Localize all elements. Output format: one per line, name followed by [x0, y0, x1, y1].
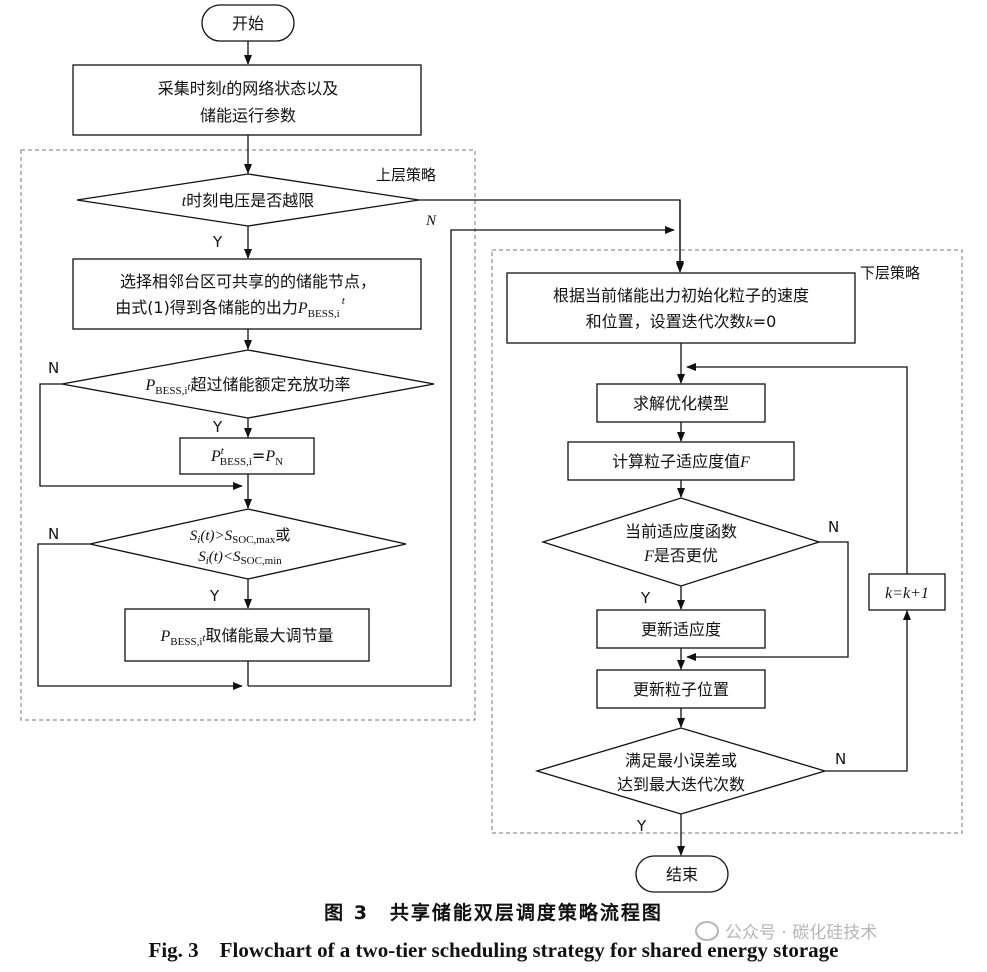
watermark-text: 公众号 · 碳化硅技术 [725, 923, 878, 943]
flowchart: 上层策略 下层策略 开始 采集时刻t的网络状态以及 储能运行参数 t时刻电压是否… [20, 4, 963, 893]
exceed-power-decision [61, 349, 435, 419]
max-adjust-text: PBESS,it取储能最大调节量 [160, 626, 334, 648]
start-label: 开始 [232, 14, 264, 33]
fitness-yes-label: Y [640, 589, 651, 607]
collect-text-line2: 储能运行参数 [200, 106, 296, 125]
figure-caption-chinese: 图 3 共享储能双层调度策略流程图 [324, 902, 663, 924]
voltage-yes-label: Y [212, 233, 223, 251]
fitness-better-decision [540, 497, 822, 587]
select-storage-process [72, 258, 422, 330]
fitness-process [567, 441, 795, 481]
fitness-text: 计算粒子适应度值F [612, 452, 750, 471]
select-text-line1: 选择相邻台区可共享的的储能节点， [120, 272, 376, 291]
soc-yes-label: Y [209, 587, 220, 605]
soc-limit-line2: Si(t)<SSOC,min [198, 549, 282, 567]
select-text-line2: 由式(1)得到各储能的出力PBESS,it [115, 295, 346, 320]
voltage-no-label: N [425, 213, 437, 229]
figure-caption-english: Fig. 3 Flowchart of a two-tier schedulin… [148, 938, 839, 962]
upper-strategy-label: 上层策略 [376, 166, 436, 184]
exceed-power-question: PBESS,it超过储能额定充放功率 [145, 375, 351, 397]
fitness-better-line1: 当前适应度函数 [625, 522, 737, 541]
voltage-limit-question: t时刻电压是否越限 [182, 191, 314, 210]
update-fitness-process [596, 609, 766, 649]
iteration-increment-text: k=k+1 [885, 585, 929, 602]
update-position-text: 更新粒子位置 [633, 680, 729, 699]
end-label: 结束 [666, 865, 698, 884]
exceed-yes-label: Y [212, 418, 223, 436]
soc-limit-decision [89, 508, 407, 580]
collect-text-line1: 采集时刻t的网络状态以及 [158, 79, 338, 98]
solve-model-text: 求解优化模型 [633, 394, 729, 413]
stop-criteria-line1: 满足最小误差或 [625, 751, 737, 770]
soc-limit-line1: Si(t)>SSOC,max或 [190, 526, 290, 546]
fitness-better-line2: F是否更优 [643, 546, 718, 565]
criteria-yes-label: Y [636, 817, 647, 835]
fitness-no-label: N [828, 518, 839, 536]
wechat-icon [695, 921, 719, 941]
assign-rated-power-process [179, 437, 315, 475]
lower-strategy-label: 下层策略 [860, 264, 920, 282]
collect-process [72, 64, 422, 136]
stop-criteria-line2: 达到最大迭代次数 [617, 775, 745, 794]
init-text-line2: 和位置，设置迭代次数k=0 [586, 312, 777, 331]
update-fitness-text: 更新适应度 [641, 620, 721, 639]
iteration-increment-process [868, 573, 946, 611]
soc-no-label: N [48, 525, 59, 543]
init-particles-process [506, 272, 856, 344]
criteria-no-label: N [835, 750, 846, 768]
watermark: 公众号 · 碳化硅技术 [695, 918, 877, 943]
stop-criteria-decision [534, 727, 828, 815]
max-adjust-process [124, 608, 370, 662]
end-terminal [635, 855, 729, 893]
update-position-process [596, 669, 766, 709]
exceed-no-label: N [48, 359, 59, 377]
init-text-line1: 根据当前储能出力初始化粒子的速度 [553, 286, 809, 305]
lower-strategy-region [491, 249, 963, 834]
solve-model-process [596, 383, 766, 423]
